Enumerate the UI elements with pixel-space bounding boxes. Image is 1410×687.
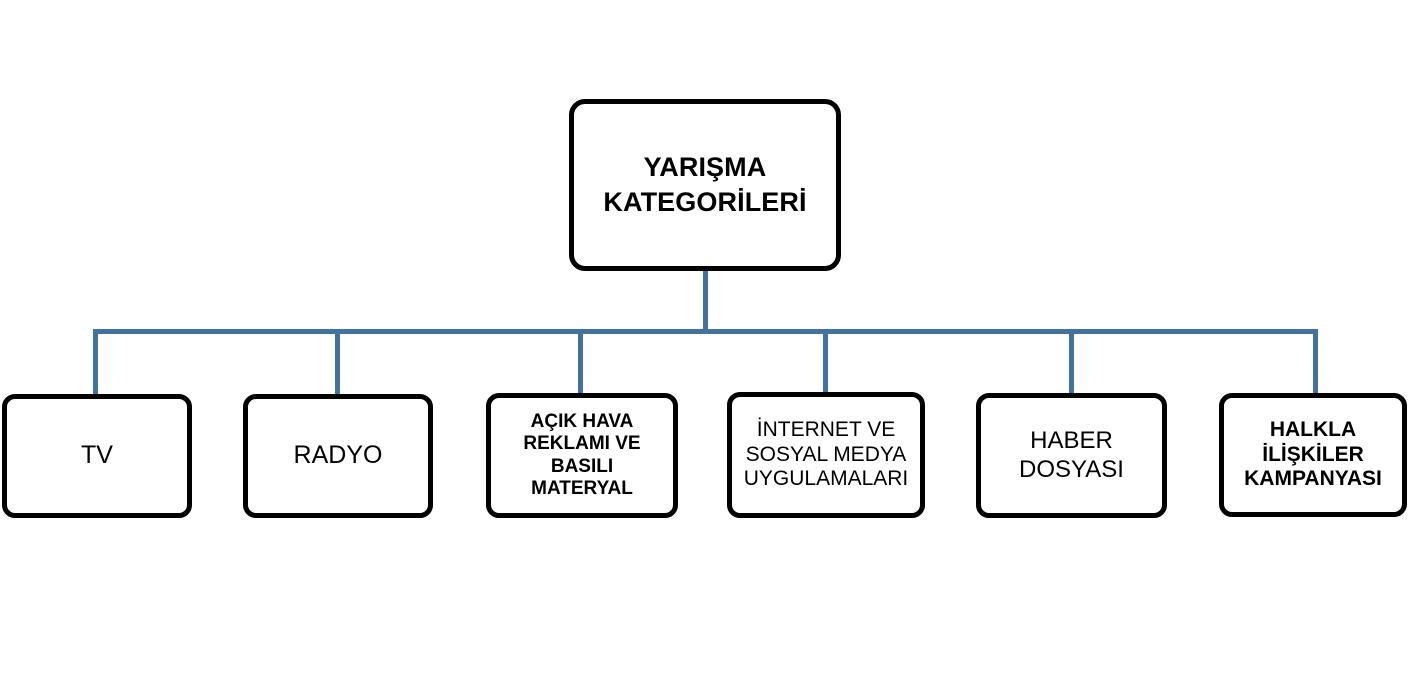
node-child-haber-dosyasi[interactable]: HABER DOSYASI xyxy=(976,393,1167,518)
node-root-yarisma-kategorileri[interactable]: YARIŞMA KATEGORİLERİ xyxy=(569,99,841,271)
node-child-label: RADYO xyxy=(293,441,383,470)
node-child-label: HALKLA İLİŞKİLER KAMPANYASI xyxy=(1244,418,1382,491)
node-child-label: AÇIK HAVA REKLAMI VE BASILI MATERYAL xyxy=(523,411,641,499)
node-child-acik-hava-reklami-ve-basili-materyal[interactable]: AÇIK HAVA REKLAMI VE BASILI MATERYAL xyxy=(486,393,678,518)
node-child-halkla-iliskiler-kampanyasi[interactable]: HALKLA İLİŞKİLER KAMPANYASI xyxy=(1219,393,1407,517)
node-child-radyo[interactable]: RADYO xyxy=(243,394,433,518)
node-child-label: TV xyxy=(81,441,113,470)
node-child-tv[interactable]: TV xyxy=(2,394,192,518)
node-root-label: YARIŞMA KATEGORİLERİ xyxy=(603,151,807,217)
node-child-label: HABER DOSYASI xyxy=(1019,427,1124,483)
node-child-label: İNTERNET VE SOSYAL MEDYA UYGULAMALARI xyxy=(743,418,909,491)
node-child-internet-ve-sosyal-medya-uygulamalari[interactable]: İNTERNET VE SOSYAL MEDYA UYGULAMALARI xyxy=(727,392,925,518)
